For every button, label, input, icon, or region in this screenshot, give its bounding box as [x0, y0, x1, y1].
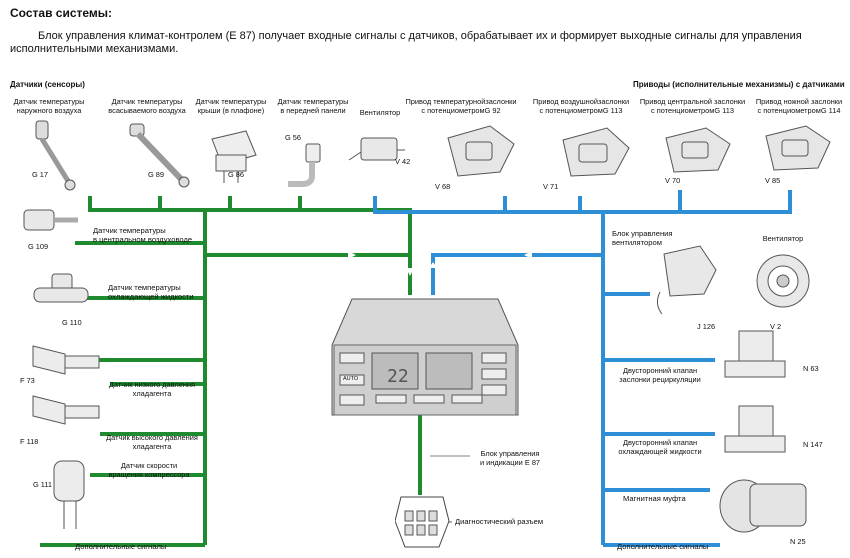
actuators-header: Приводы (исполнительные механизмы) с дат… [633, 80, 845, 89]
page-title: Состав системы: [10, 6, 113, 20]
roof-temp-sensor-icon [211, 130, 257, 183]
intro-text: Блок управления климат-контролем (E 87) … [10, 30, 802, 55]
input-wires [40, 196, 422, 547]
recirc-valve-icon [724, 330, 786, 378]
label-n25: Магнитная муфта [623, 494, 686, 503]
code-v85: V 85 [765, 176, 781, 185]
outside-temp-sensor-icon [35, 120, 76, 191]
code-v71: V 71 [543, 182, 559, 191]
duct-temp-sensor-icon [23, 209, 78, 231]
control-unit-e87 [331, 298, 519, 416]
code-v68: V 68 [435, 182, 451, 191]
code-v42: V 42 [395, 157, 411, 166]
blower-v42-icon [348, 137, 405, 161]
label-v42: Вентилятор [359, 108, 401, 117]
label-v2: Вентилятор [762, 234, 804, 243]
actuator-v68-icon [447, 125, 515, 177]
code-g109: G 109 [28, 242, 49, 251]
code-g110: G 110 [62, 318, 82, 327]
code-v70: V 70 [665, 176, 681, 185]
auto-button-label: AUTO [343, 376, 359, 382]
actuator-v70-icon [665, 127, 731, 173]
code-g56: G 56 [285, 133, 302, 142]
low-pressure-sensor-icon [32, 345, 100, 375]
display-temp: 22 [387, 366, 409, 387]
label-extra-inputs: Дополнительные сигналы [75, 542, 167, 551]
code-g86: G 86 [228, 170, 245, 179]
compressor-speed-sensor-icon [53, 460, 85, 529]
code-j126: J 126 [697, 322, 716, 331]
output-wires [373, 190, 792, 547]
actuator-v85-icon [765, 125, 831, 171]
sensors-header: Датчики (сенсоры) [10, 80, 85, 89]
code-n147: N 147 [803, 440, 823, 449]
label-diagnostic: Диагностический разъем [455, 517, 544, 526]
code-f118: F 118 [20, 437, 39, 446]
coolant-temp-sensor-icon [33, 273, 89, 303]
code-v2: V 2 [770, 322, 782, 331]
label-extra-outputs: Дополнительные сигналы [617, 542, 709, 551]
magnetic-clutch-icon [719, 479, 807, 533]
diagnostic-connector-icon [395, 496, 450, 548]
code-g17: G 17 [32, 170, 49, 179]
coolant-valve-icon [724, 405, 786, 453]
flow-arrows [348, 251, 532, 276]
code-n25: N 25 [790, 537, 806, 546]
dash-temp-sensor-icon [288, 143, 321, 187]
code-g89: G 89 [148, 170, 165, 179]
intake-temp-sensor-icon [129, 123, 190, 188]
blower-control-unit-icon [656, 245, 717, 315]
code-g111: G 111 [33, 480, 53, 489]
code-f73: F 73 [20, 376, 35, 385]
actuator-v71-icon [562, 127, 630, 177]
code-n63: N 63 [803, 364, 819, 373]
blower-motor-icon [756, 254, 810, 308]
high-pressure-sensor-icon [32, 395, 100, 425]
